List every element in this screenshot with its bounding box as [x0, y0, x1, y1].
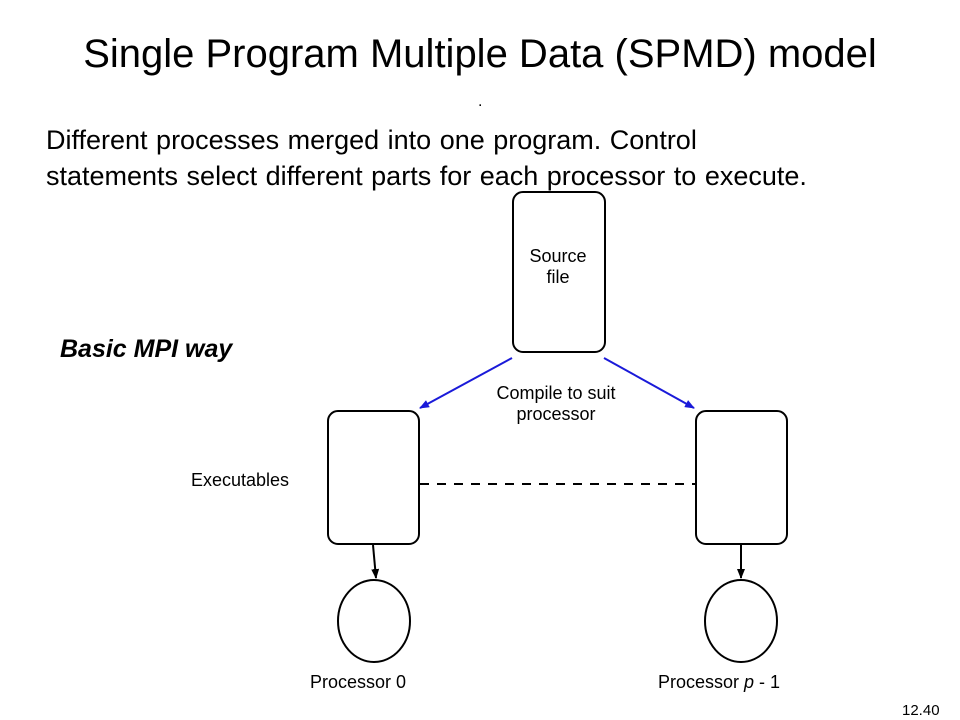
source-file-label-line1: Source [529, 246, 587, 266]
subheading-basic-mpi-way: Basic MPI way [60, 335, 233, 363]
processor-p-1-label: Processor p - 1 [658, 672, 780, 693]
processor-p-1-label-suffix: - 1 [754, 672, 781, 692]
source-file-box [512, 191, 606, 353]
compile-label: Compile to suit processor [468, 383, 644, 425]
executables-label: Executables [191, 470, 290, 490]
processor-0-label: Processor 0 [310, 672, 407, 692]
page-number: 12.40 [902, 702, 940, 719]
processor-0-node [337, 579, 411, 663]
compile-arrow-left [419, 357, 513, 409]
processor-p-1-label-variable: p [744, 672, 755, 692]
compile-label-line2: processor [516, 404, 596, 424]
source-file-label-line2: file [546, 267, 570, 287]
compile-arrow-right [603, 357, 695, 409]
slide-body-text: Different processes merged into one prog… [46, 125, 807, 191]
processor-p-1-node [704, 579, 778, 663]
source-file-label: Source file [513, 246, 603, 288]
run-arrow-0 [371, 544, 380, 579]
compile-label-line1: Compile to suit [496, 383, 616, 403]
slide-title: Single Program Multiple Data (SPMD) mode… [83, 32, 877, 76]
title-dot: . [478, 93, 483, 110]
executable-box-0 [327, 410, 420, 545]
processor-p-1-label-prefix: Processor [658, 672, 745, 692]
executable-box-p-1 [695, 410, 788, 545]
